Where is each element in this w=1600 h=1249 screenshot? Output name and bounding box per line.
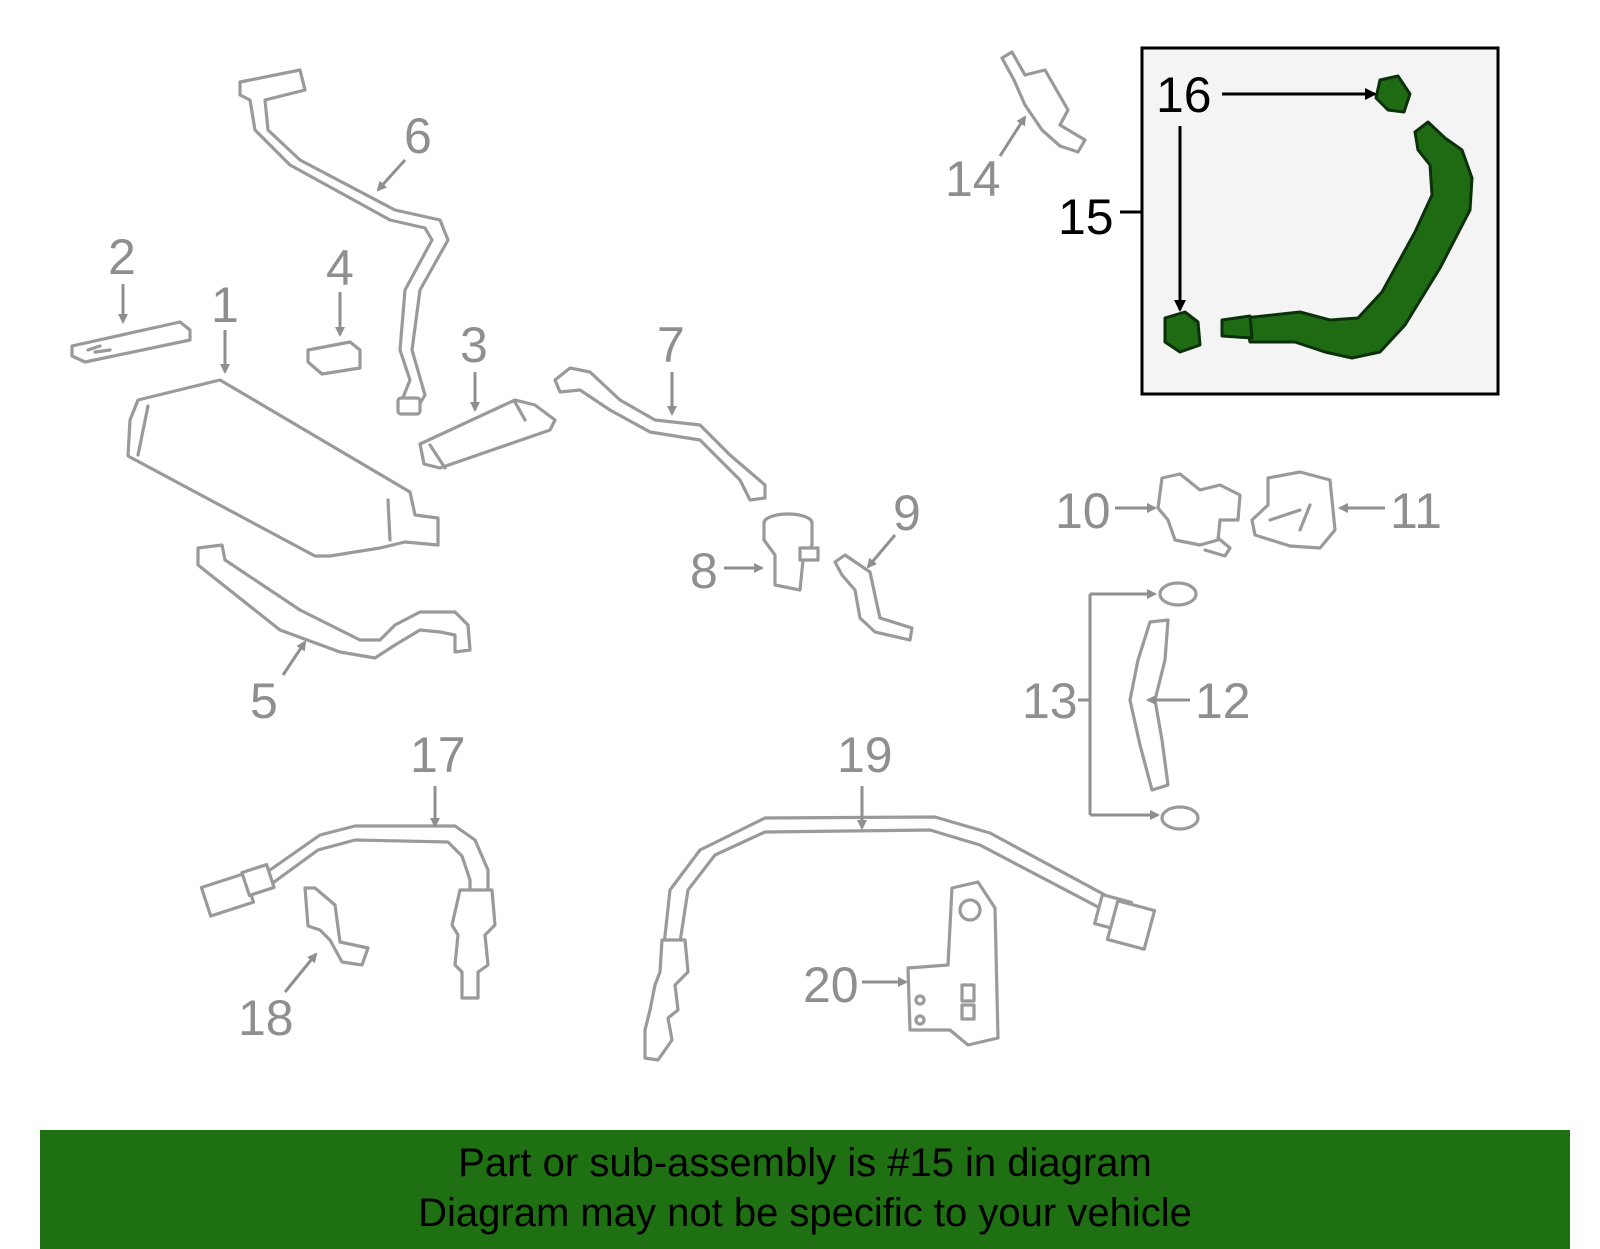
part-5-hose xyxy=(196,543,472,660)
part-18-bracket xyxy=(303,886,370,967)
callout-9: 9 xyxy=(893,485,921,541)
callout-17: 17 xyxy=(410,727,466,783)
callout-12: 12 xyxy=(1195,673,1251,729)
part-12-hose xyxy=(1128,618,1170,792)
callout-4: 4 xyxy=(326,240,354,296)
callout-3: 3 xyxy=(460,317,488,373)
part-19-sensor xyxy=(643,815,1157,1062)
callout-1: 1 xyxy=(211,277,239,333)
footer-line-2: Diagram may not be specific to your vehi… xyxy=(418,1191,1192,1235)
callout-8: 8 xyxy=(690,543,718,599)
part-14-sensor xyxy=(1000,50,1087,154)
part-17-sensor xyxy=(199,824,497,1000)
callout-19: 19 xyxy=(837,727,893,783)
part-4-block xyxy=(306,340,362,376)
callout-6: 6 xyxy=(404,108,432,164)
part-20-bracket xyxy=(906,880,1000,1047)
part-6-pipe xyxy=(238,68,450,416)
callout-14: 14 xyxy=(945,151,1001,207)
callout-13: 13 xyxy=(1022,673,1078,729)
part-11-cover xyxy=(1250,470,1337,550)
part-2-bracket xyxy=(70,320,192,364)
callout-2: 2 xyxy=(108,229,136,285)
callout-15: 15 xyxy=(1058,189,1114,245)
part-8-pump xyxy=(762,512,820,592)
callout-11: 11 xyxy=(1390,483,1442,539)
part-3-valve xyxy=(418,398,557,470)
part-1-canister xyxy=(126,378,440,558)
part-7-hose xyxy=(553,366,767,502)
callout-7: 7 xyxy=(657,317,685,373)
highlight-box-part-15 xyxy=(1140,46,1500,396)
footer-line-1: Part or sub-assembly is #15 in diagram xyxy=(458,1141,1152,1185)
callout-20: 20 xyxy=(803,957,859,1013)
leader-lines xyxy=(118,88,1385,993)
part-13-clamps xyxy=(1158,581,1200,831)
part-9-hose xyxy=(833,553,914,642)
callout-5: 5 xyxy=(250,673,278,729)
callout-10: 10 xyxy=(1055,483,1111,539)
callout-18: 18 xyxy=(238,990,294,1046)
footer-banner: Part or sub-assembly is #15 in diagram D… xyxy=(40,1130,1570,1249)
callout-16: 16 xyxy=(1156,67,1212,123)
part-10-valve xyxy=(1156,472,1242,558)
